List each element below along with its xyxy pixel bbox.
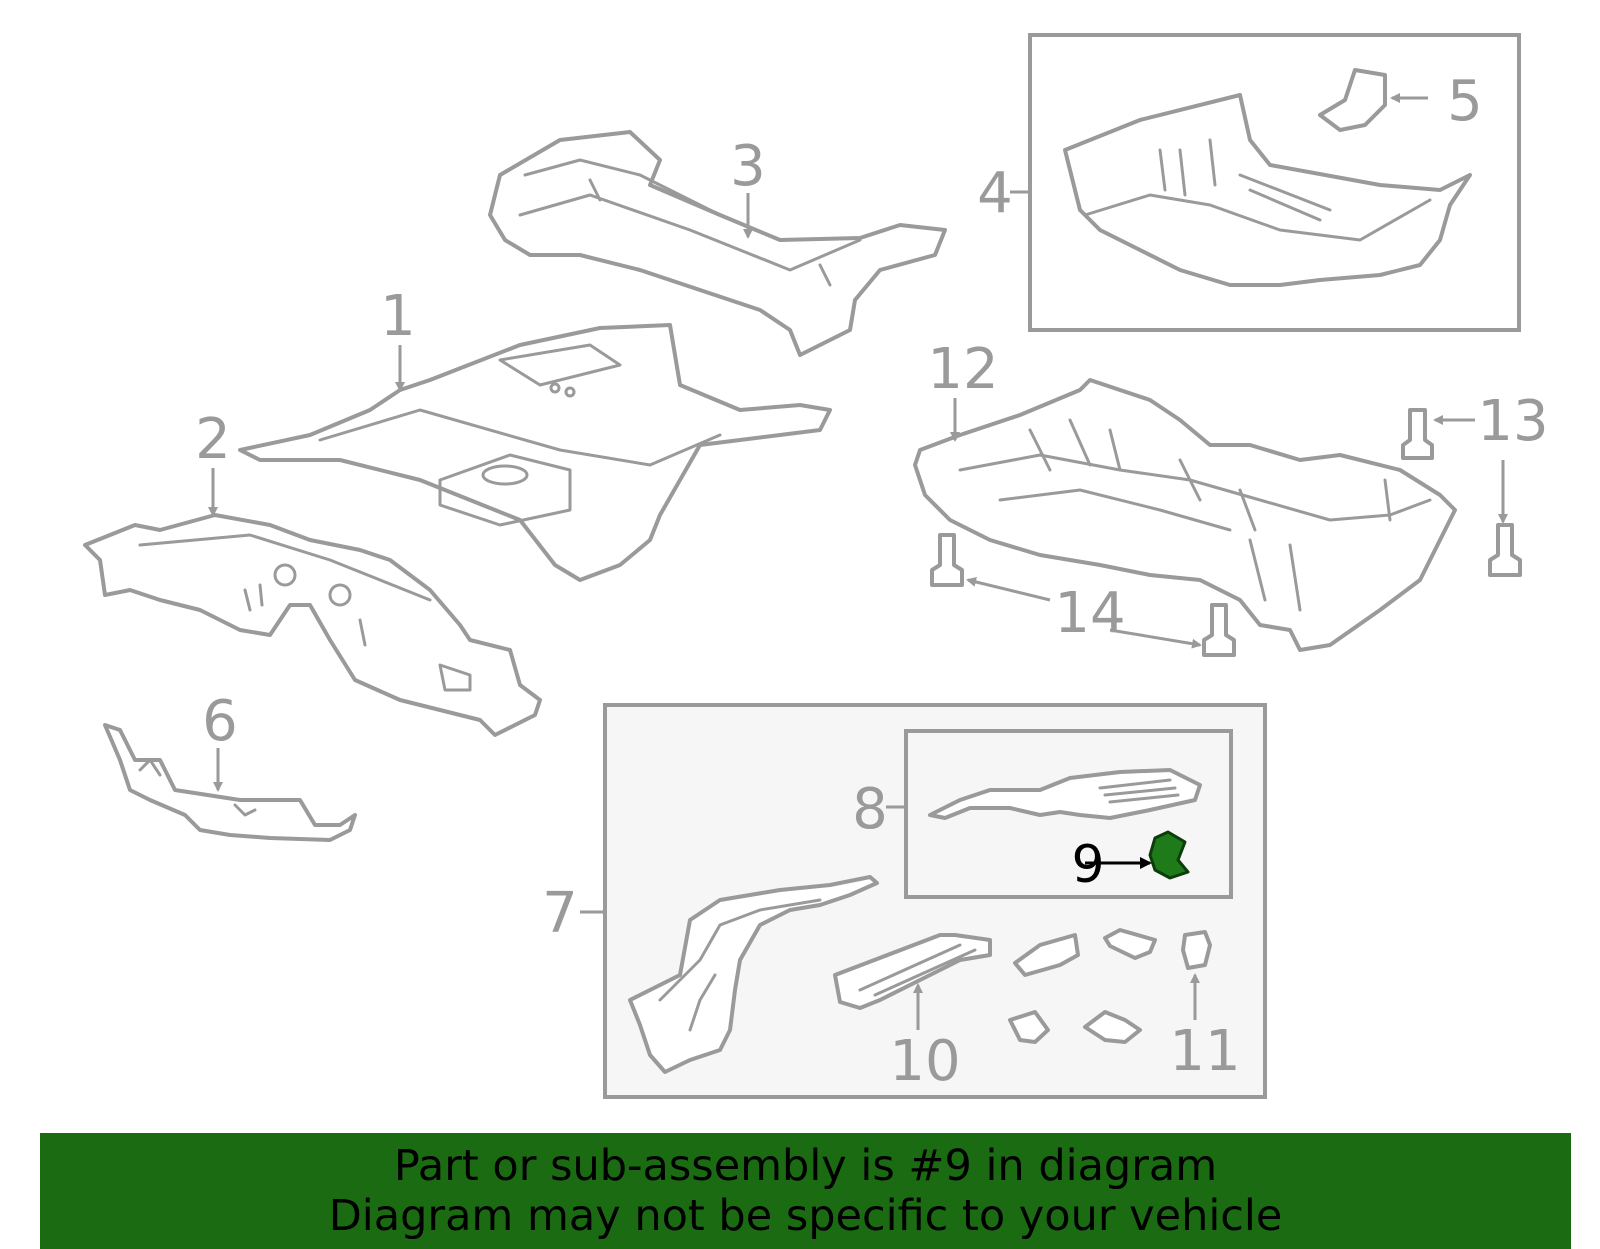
banner-line-1: Part or sub-assembly is #9 in diagram [393,1141,1218,1191]
callout-5: 5 [1447,69,1483,134]
callout-13: 13 [1477,389,1548,454]
small-bracket-c[interactable] [1008,1010,1050,1044]
part-11-clip[interactable] [1181,930,1212,970]
group-box-8 [904,729,1233,899]
callout-14: 14 [1054,581,1125,646]
callout-4: 4 [977,161,1013,226]
callout-6: 6 [202,689,238,754]
part-12-underbody-shield[interactable] [913,378,1457,652]
part-13-bolt[interactable] [1401,408,1522,577]
small-bracket-b[interactable] [1103,928,1157,960]
part-5-clip-bracket[interactable] [1318,68,1387,132]
part-info-banner: Part or sub-assembly is #9 in diagram Di… [40,1133,1571,1249]
group-box-4 [1028,33,1521,332]
callout-11: 11 [1169,1019,1240,1084]
part-3-rear-crossmember[interactable] [488,130,947,357]
small-bracket-d[interactable] [1083,1010,1142,1044]
part-10-rail[interactable] [833,933,992,1010]
part-4-spare-tire-tub[interactable] [1063,93,1472,287]
callout-3: 3 [730,134,766,199]
part-7-wheelhouse-panel[interactable] [628,875,879,1074]
leader-lines [208,93,1508,1030]
part-2-rear-panel[interactable] [83,513,542,737]
callout-2: 2 [195,407,231,472]
callout-9: 9 [1071,835,1104,895]
part-1-rear-floor-pan[interactable] [238,323,832,582]
small-bracket-a[interactable] [1013,933,1080,977]
part-6-bracket[interactable] [103,723,357,842]
callout-8: 8 [852,777,888,842]
callout-7: 7 [542,881,578,946]
callout-12: 12 [927,337,998,402]
banner-line-2: Diagram may not be specific to your vehi… [328,1191,1283,1241]
callout-1: 1 [380,284,416,349]
part-14-bolt[interactable] [930,533,1236,657]
part-8-extension-panel[interactable] [928,768,1202,820]
callout-10: 10 [889,1029,960,1094]
